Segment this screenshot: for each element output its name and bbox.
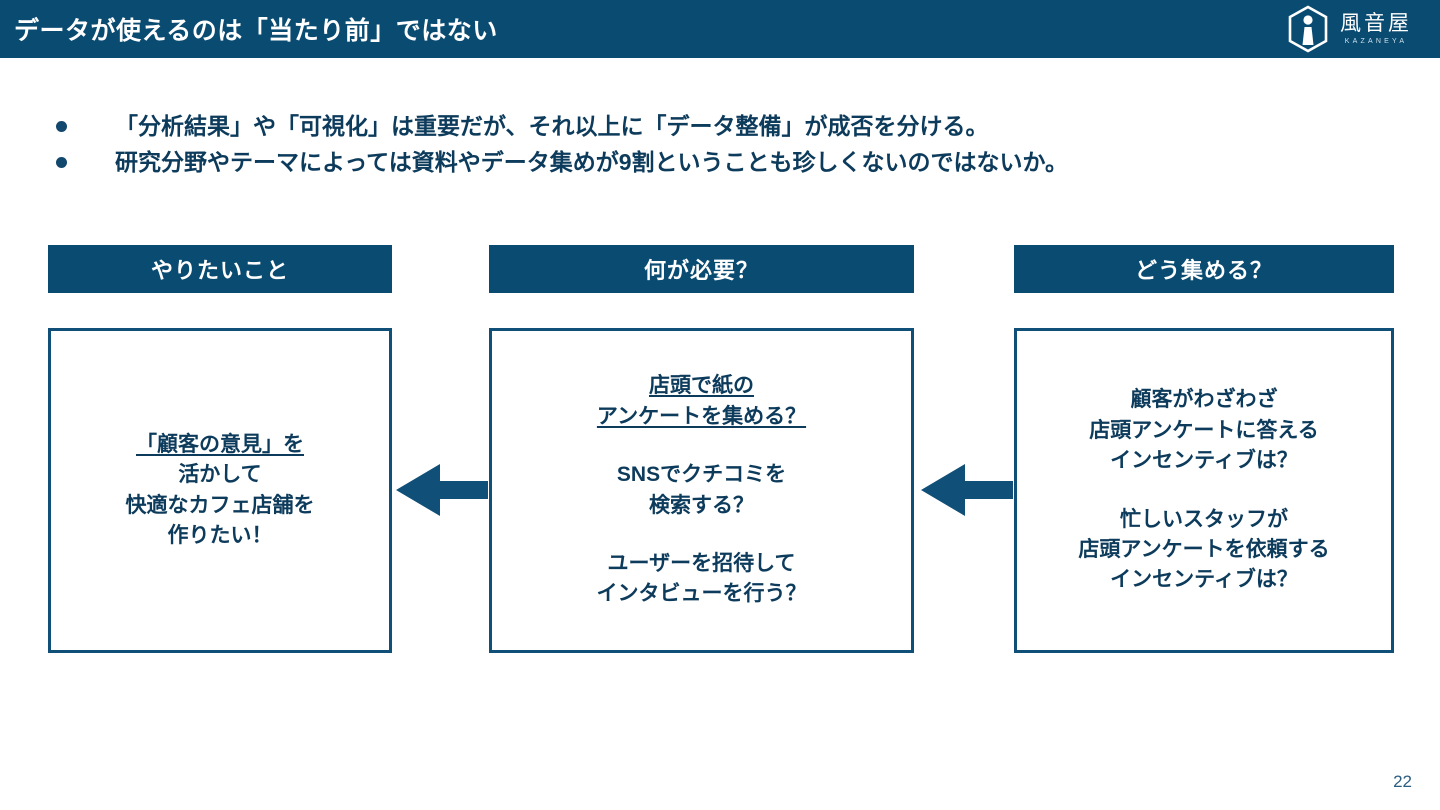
- list-item: 研究分野やテーマによっては資料やデータ集めが9割ということも珍しくないのではない…: [56, 146, 1396, 179]
- text-line: 活かして: [178, 463, 262, 487]
- brand-name-jp: 風音屋: [1340, 12, 1412, 35]
- text-line: インセンティブは？: [1110, 449, 1298, 473]
- text-line: 快適なカフェ店舗を: [125, 493, 315, 517]
- paragraph: 「顧客の意見」を 活かして 快適なカフェ店舗を 作りたい！: [126, 430, 315, 552]
- text-line: 顧客がわざわざ: [1130, 388, 1278, 412]
- column-body-need: 店頭で紙の アンケートを集める？ SNSでクチコミを 検索する？ ユーザーを招待…: [489, 328, 914, 653]
- text-line: インタビューを行う？: [596, 582, 807, 606]
- text-line: SNSでクチコミを: [616, 463, 787, 487]
- column-body-want: 「顧客の意見」を 活かして 快適なカフェ店舗を 作りたい！: [48, 328, 392, 653]
- brand-logo: 風音屋 KAZANEYA: [1286, 5, 1412, 53]
- bullet-dot-icon: [56, 157, 67, 169]
- page-title: データが使えるのは「当たり前」ではない: [14, 17, 498, 45]
- text-line: インセンティブは？: [1110, 568, 1298, 592]
- paragraph: 店頭で紙の アンケートを集める？: [597, 371, 806, 432]
- brand-name-en: KAZANEYA: [1344, 38, 1408, 45]
- slide-header-bar: データが使えるのは「当たり前」ではない 風音屋 KAZANEYA: [0, 0, 1440, 58]
- paragraph: 顧客がわざわざ 店頭アンケートに答える インセンティブは？: [1089, 385, 1319, 476]
- column-collect: どう集める？ 顧客がわざわざ 店頭アンケートに答える インセンティブは？ 忙しい…: [1014, 245, 1394, 653]
- text-line: 忙しいスタッフが: [1119, 507, 1288, 531]
- column-need: 何が必要？ 店頭で紙の アンケートを集める？ SNSでクチコミを 検索する？ ユ…: [489, 245, 914, 653]
- text-line: アンケートを集める？: [596, 404, 807, 428]
- hexagon-figure-logo-icon: [1286, 5, 1330, 53]
- text-line: 店頭アンケートに答える: [1089, 418, 1319, 442]
- bullet-list: 「分析結果」や「可視化」は重要だが、それ以上に「データ整備」が成否を分ける。 研…: [56, 110, 1396, 183]
- column-want: やりたいこと 「顧客の意見」を 活かして 快適なカフェ店舗を 作りたい！: [48, 245, 392, 653]
- column-body-collect: 顧客がわざわざ 店頭アンケートに答える インセンティブは？ 忙しいスタッフが 店…: [1014, 328, 1394, 653]
- brand-text: 風音屋 KAZANEYA: [1340, 13, 1412, 45]
- page-number: 22: [1393, 772, 1412, 791]
- text-line: 作りたい！: [167, 523, 273, 547]
- text-line: 「顧客の意見」を: [136, 432, 304, 456]
- column-header-want: やりたいこと: [48, 245, 392, 293]
- text-line: ユーザーを招待して: [607, 551, 796, 575]
- bullet-dot-icon: [56, 121, 67, 132]
- paragraph: ユーザーを招待して インタビューを行う？: [597, 549, 807, 610]
- bullet-text: 「分析結果」や「可視化」は重要だが、それ以上に「データ整備」が成否を分ける。: [115, 113, 989, 139]
- text-line: 店頭で紙の: [648, 374, 754, 398]
- list-item: 「分析結果」や「可視化」は重要だが、それ以上に「データ整備」が成否を分ける。: [56, 110, 1396, 143]
- text-line: 店頭アンケートを依頼する: [1078, 537, 1330, 561]
- bullet-text: 研究分野やテーマによっては資料やデータ集めが9割ということも珍しくないのではない…: [115, 149, 1069, 176]
- text-line: 検索する？: [649, 493, 754, 517]
- column-header-need: 何が必要？: [489, 245, 914, 293]
- arrow-left-icon: [921, 459, 1013, 521]
- arrow-left-icon: [396, 459, 488, 521]
- column-header-collect: どう集める？: [1014, 245, 1394, 293]
- paragraph: SNSでクチコミを 検索する？: [617, 460, 786, 521]
- paragraph: 忙しいスタッフが 店頭アンケートを依頼する インセンティブは？: [1078, 505, 1329, 596]
